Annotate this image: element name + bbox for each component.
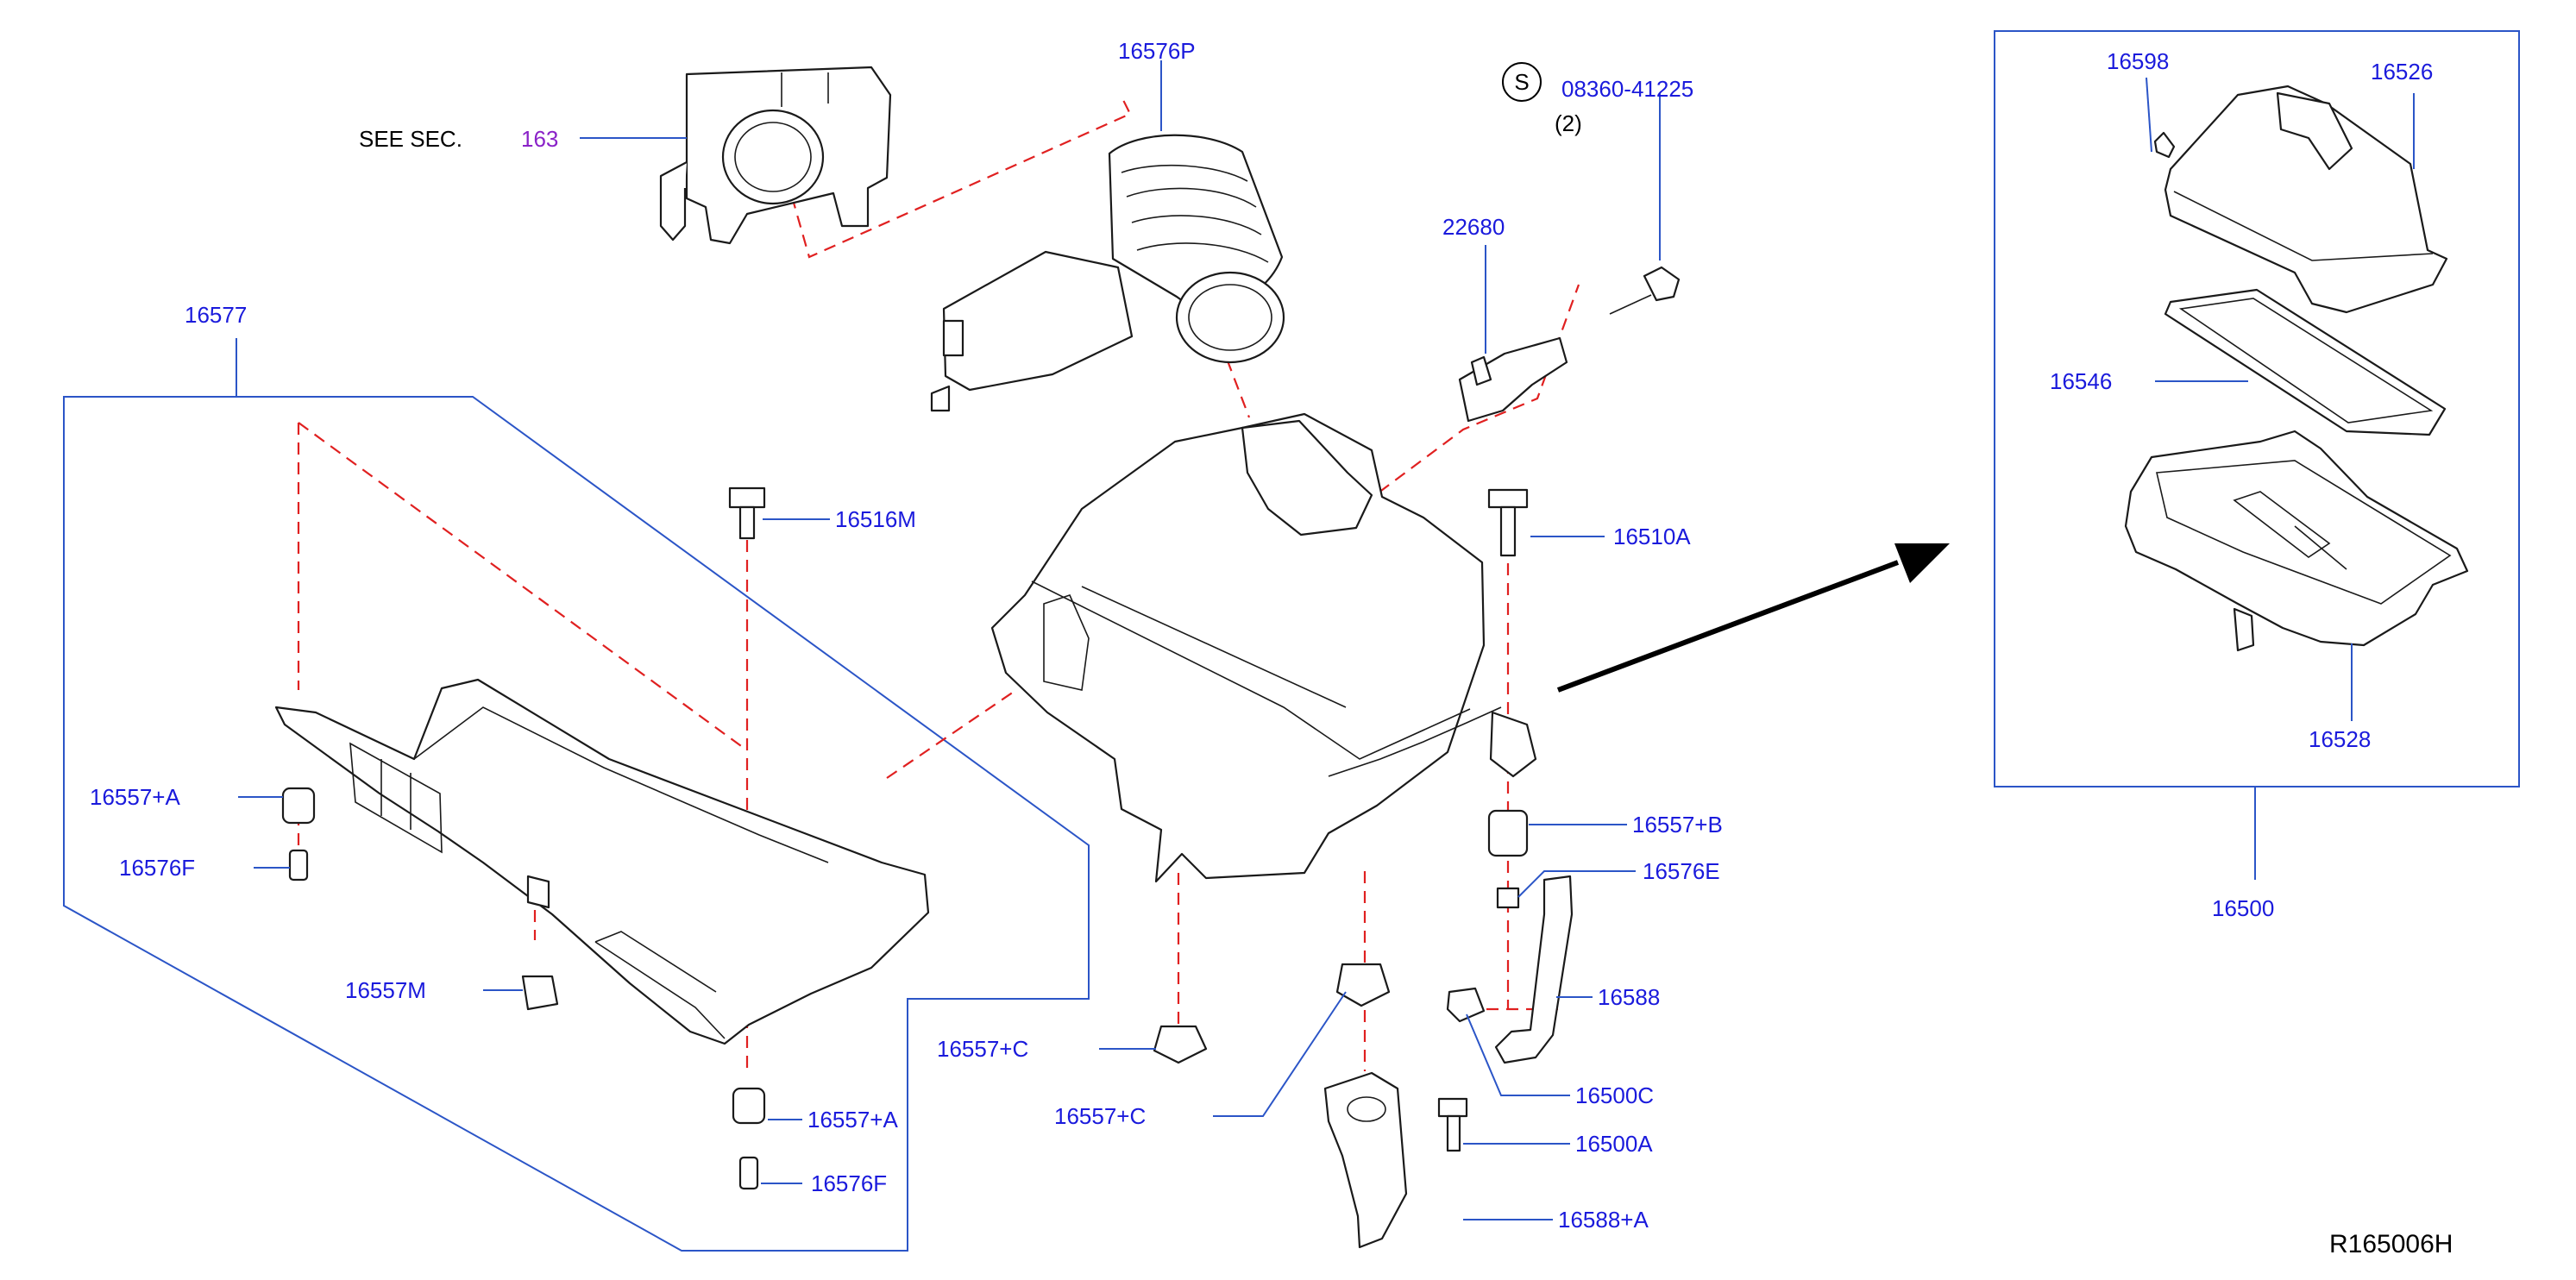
callout-16557a-bottom: 16557+A [807, 1107, 898, 1133]
callout-16577: 16577 [185, 302, 247, 328]
assembly-group-outline [63, 396, 1090, 1252]
callout-16557a-top: 16557+A [90, 784, 180, 810]
air-cleaner-assembly-shape [990, 412, 1537, 883]
throttle-body-shape [659, 66, 892, 245]
bolt-08360-41225-shape [1609, 266, 1681, 315]
callout-16576f-top: 16576F [119, 855, 195, 881]
fastener-shapes [281, 486, 1529, 1190]
exploded-lower-case-16528-shape [2124, 430, 2469, 652]
reference-code: R165006H [2329, 1230, 2453, 1258]
callout-16557c-1: 16557+C [937, 1036, 1028, 1062]
callout-16526: 16526 [2371, 59, 2433, 85]
callout-16576f-bottom: 16576F [811, 1170, 887, 1196]
callout-16528: 16528 [2309, 726, 2371, 752]
callout-16516m: 16516M [835, 506, 916, 532]
section-reference: SEE SEC. 163 [359, 126, 558, 152]
leader-lines [236, 60, 2415, 1220]
air-inlet-duct-16577-shape [274, 678, 930, 1045]
air-duct-16576p-shape [930, 134, 1285, 412]
callout-16598: 16598 [2107, 48, 2169, 74]
s-symbol: S [1514, 69, 1529, 95]
callout-16576p: 16576P [1118, 38, 1196, 64]
callout-16557m: 16557M [345, 977, 426, 1003]
callout-16588: 16588 [1598, 984, 1660, 1010]
callout-16500c: 16500C [1575, 1082, 1654, 1108]
callout-16557c-2: 16557+C [1054, 1103, 1146, 1129]
bracket-shapes [1323, 875, 1574, 1249]
callout-16557b: 16557+B [1632, 812, 1723, 838]
callouts: 16576P 22680 16577 16516M 16510A 16557+A… [90, 38, 2433, 1233]
callout-16510a: 16510A [1613, 524, 1691, 549]
callout-16546: 16546 [2050, 368, 2112, 394]
bolt-quantity: (2) [1555, 110, 1582, 136]
sensor-22680-shape [1458, 336, 1568, 423]
callout-22680: 22680 [1442, 214, 1505, 240]
see-section-number: 163 [521, 126, 558, 152]
callout-16576e: 16576E [1643, 858, 1720, 884]
bolt-spec: S 08360-41225 (2) [1502, 62, 1693, 136]
callout-16500a: 16500A [1575, 1131, 1653, 1157]
s-symbol-circle [1502, 62, 1542, 102]
callout-16500: 16500 [2212, 895, 2274, 921]
exploded-view-frame [1994, 30, 2520, 880]
see-section-label: SEE SEC. [359, 126, 462, 152]
exploded-view-arrow [1556, 543, 1950, 693]
exploded-cover-16526-shape [2153, 85, 2448, 314]
callout-16588a: 16588+A [1558, 1207, 1649, 1233]
exploded-filter-16546-shape [2164, 288, 2447, 436]
callout-08360-41225: 08360-41225 [1561, 76, 1693, 102]
